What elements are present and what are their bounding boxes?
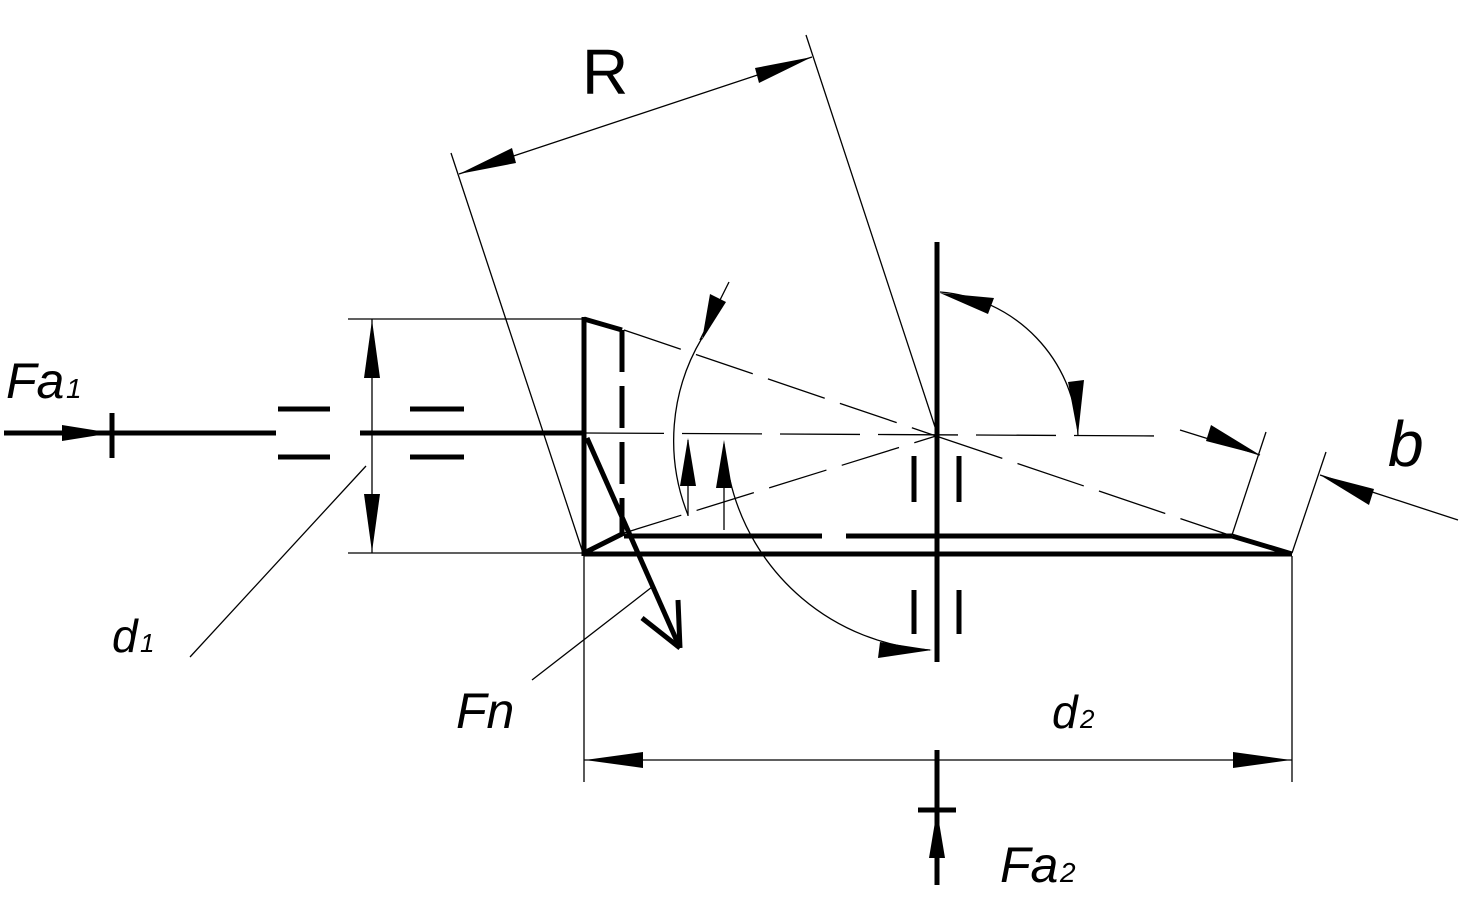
gear-right-edge	[1231, 533, 1293, 557]
dimension-r	[450, 34, 939, 554]
r-arrowhead-left	[459, 148, 516, 174]
b-arrowhead-left	[1206, 425, 1260, 455]
fn-arrow-barb-left	[640, 616, 682, 650]
b-extension-left	[1231, 431, 1267, 536]
gear-angle-arc	[716, 440, 932, 658]
d2-arrowhead-right	[1233, 752, 1291, 768]
label-fa2: Fa	[1000, 837, 1058, 893]
pinion-angle-arc	[673, 281, 730, 516]
dimension-d1	[189, 318, 586, 658]
label-fn: Fn	[456, 683, 514, 739]
d2-arrowhead-left	[585, 752, 643, 768]
gear-angle-arrowhead-top	[716, 440, 732, 488]
shaft-angle-arc-path	[939, 291, 1079, 437]
d1-arrowhead-top	[364, 320, 380, 378]
shaft-angle-arc	[939, 291, 1084, 437]
label-d1: d	[112, 610, 139, 662]
shaft-angle-arrowhead-bottom	[1068, 380, 1084, 435]
apex-axis	[583, 432, 1171, 437]
pinion-cone	[581, 316, 937, 556]
pinion-bottom-edge	[582, 530, 626, 556]
pinion-angle-arc-path	[673, 337, 703, 516]
gear-generatrix	[935, 435, 1233, 537]
label-b: b	[1388, 408, 1424, 480]
r-extension-line-left	[450, 152, 584, 554]
label-d2: d	[1052, 686, 1079, 738]
pinion-outer-generatrix	[623, 329, 937, 437]
shaft-angle-arrowhead-top	[940, 293, 994, 314]
r-arrowhead-right	[755, 57, 812, 83]
label-d1-subscript: 1	[140, 628, 154, 658]
b-arrowhead-right	[1320, 475, 1374, 505]
gear-angle-arc-path	[729, 479, 931, 651]
label-fa1-subscript: 1	[66, 373, 82, 404]
fa1-arrowhead	[62, 425, 112, 441]
pinion-angle-arrowhead-bottom	[680, 438, 696, 486]
pinion-top-edge	[583, 316, 623, 333]
b-extension-right	[1291, 451, 1327, 554]
shaft-1	[4, 406, 583, 460]
fn-force-line	[584, 436, 683, 650]
d1-arrowhead-bottom	[364, 494, 380, 552]
label-fa2-subscript: 2	[1059, 857, 1076, 888]
pinion-inner-generatrix	[623, 435, 937, 534]
d1-leader-line	[189, 465, 367, 658]
dimension-d2	[583, 556, 1293, 782]
shaft-2	[911, 242, 962, 885]
fn-leader-line	[531, 586, 653, 681]
r-dimension-line	[458, 56, 813, 175]
label-d2-subscript: 2	[1079, 704, 1095, 734]
label-r: R	[582, 36, 628, 108]
dimension-b	[1179, 425, 1459, 554]
label-fa1: Fa	[6, 353, 64, 409]
r-extension-line-right	[805, 34, 939, 437]
apex-horizontal-axis	[583, 432, 1171, 437]
fa2-arrowhead	[929, 810, 945, 858]
normal-force	[531, 436, 683, 681]
fn-arrow-barb-right	[675, 599, 683, 649]
pinion-angle-arrowhead-top	[702, 294, 726, 340]
gear-angle-arrowhead-bottom	[878, 642, 932, 658]
